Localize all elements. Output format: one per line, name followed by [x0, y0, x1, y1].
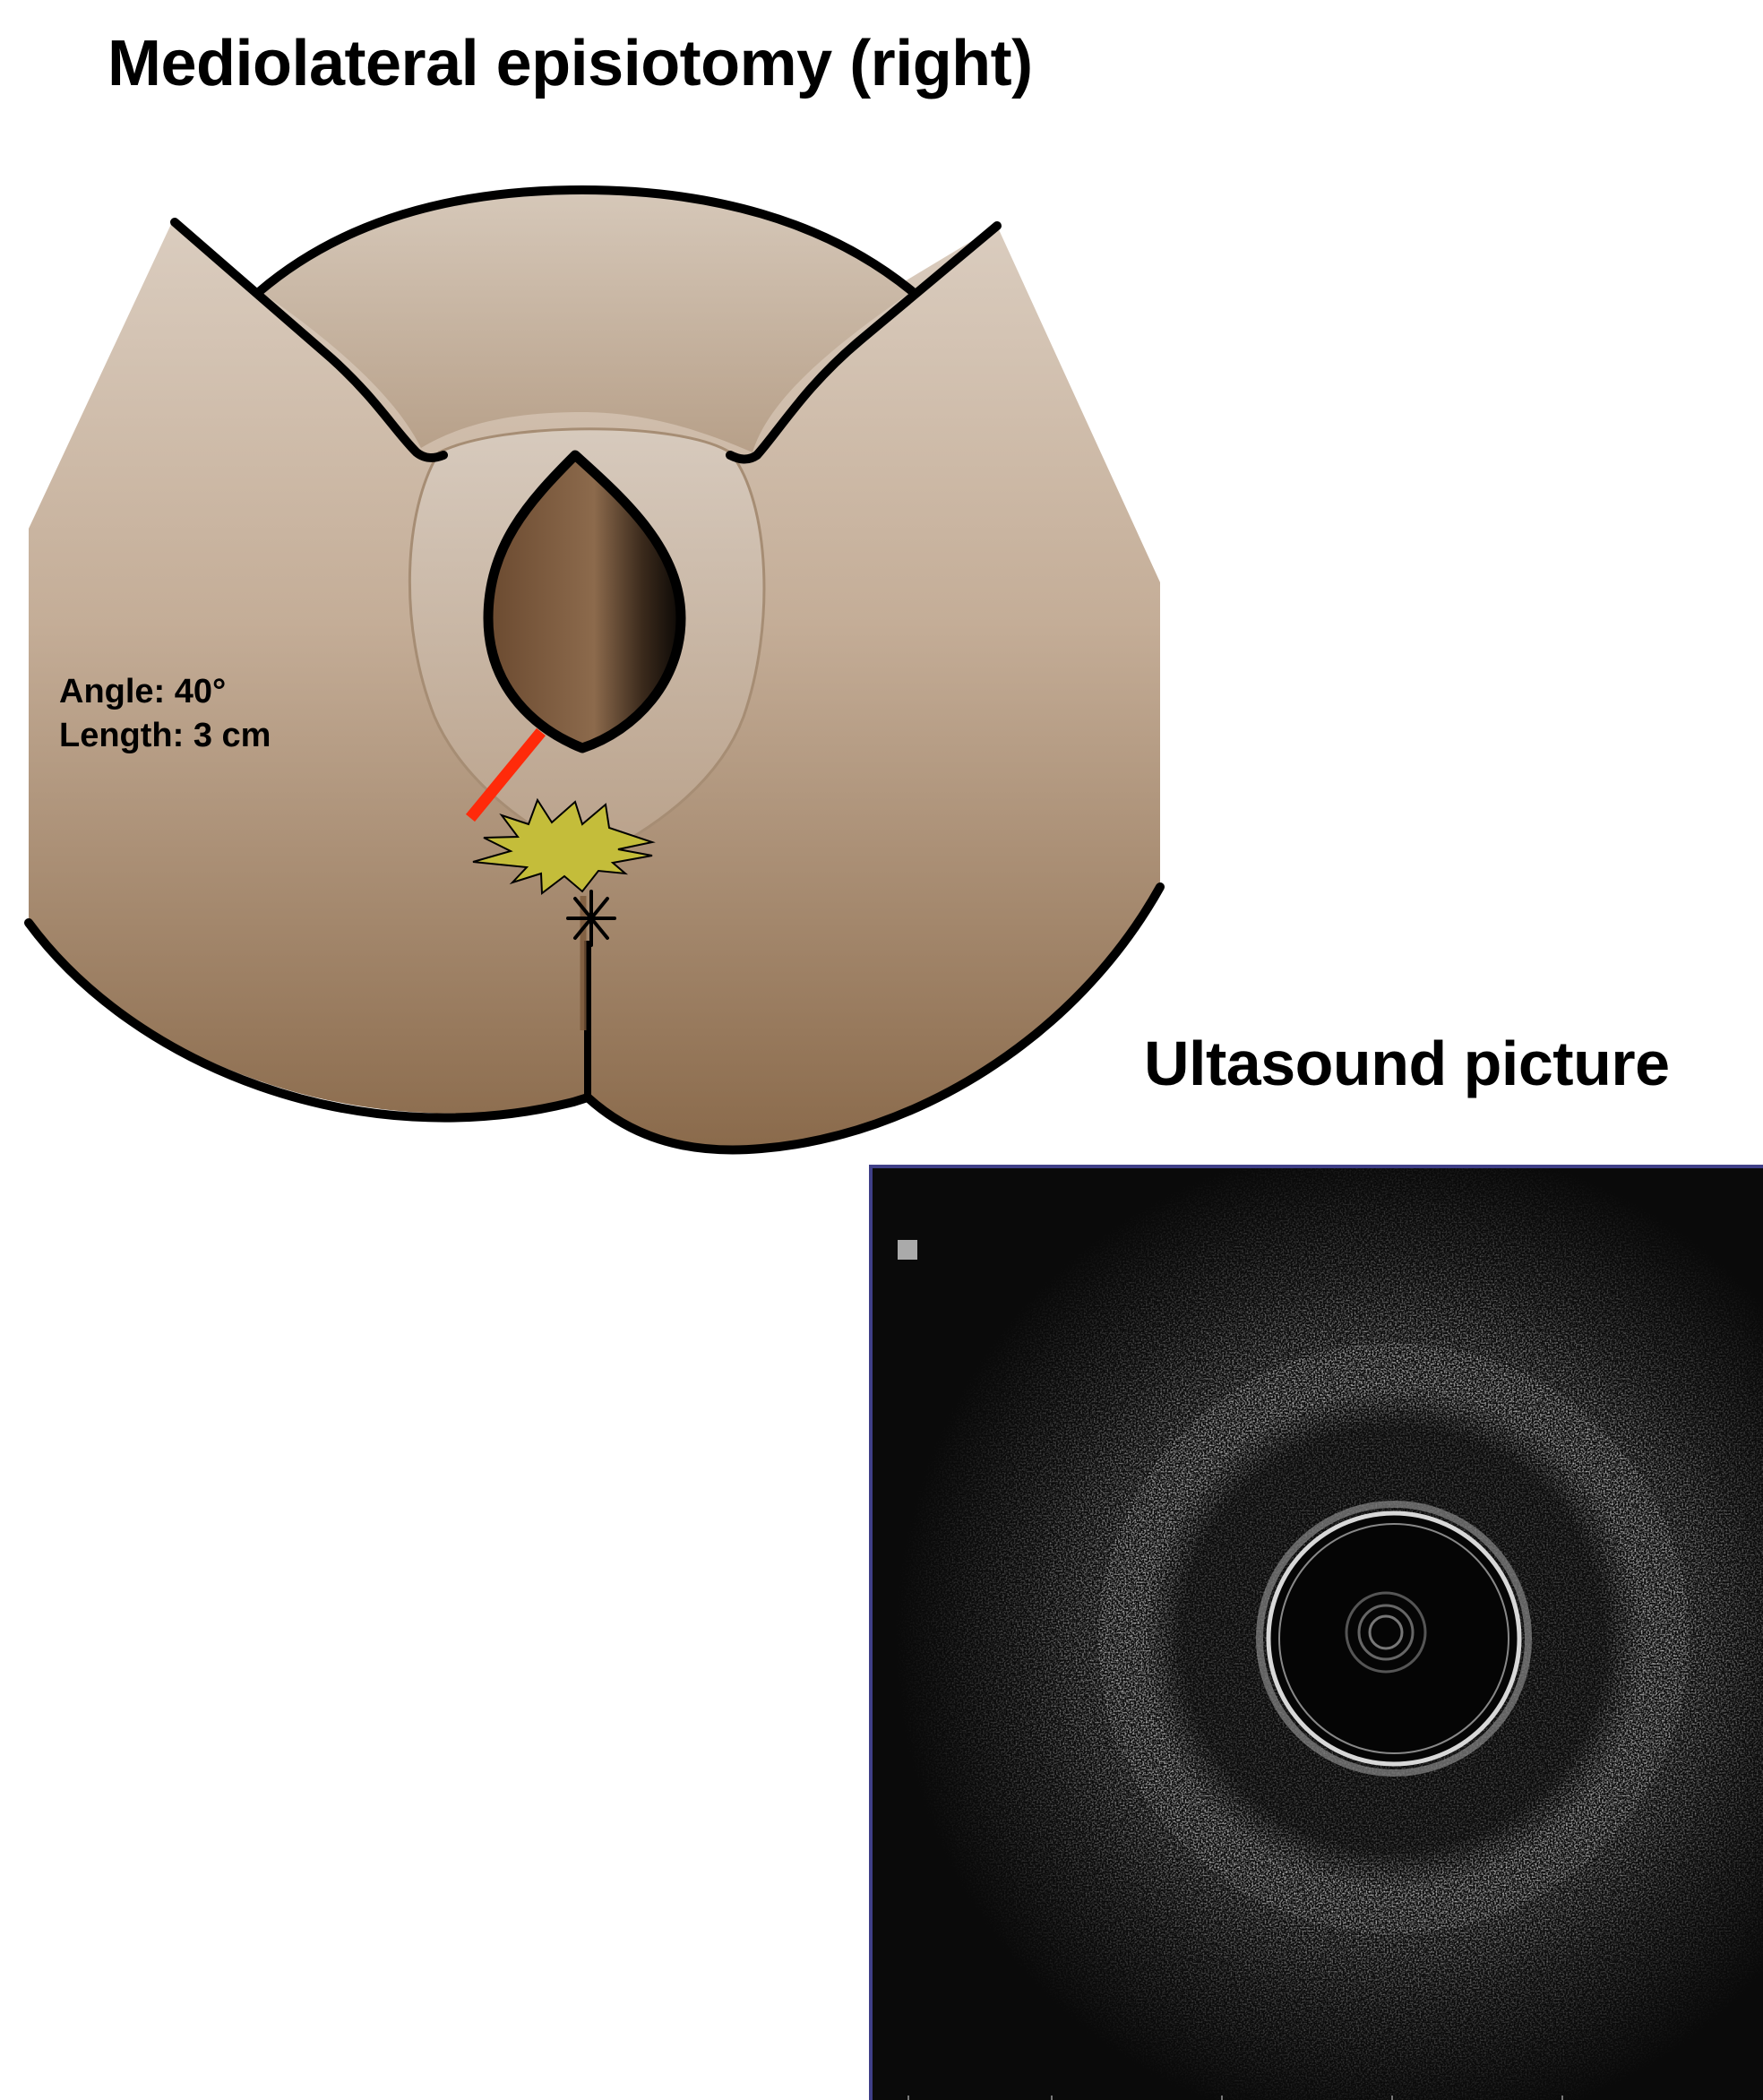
anus-marker: [568, 891, 615, 945]
ultrasound-title: Ultasound picture: [1144, 1023, 1670, 1104]
angle-annotation: Angle: 40°: [59, 670, 226, 713]
ultrasound-image: [869, 1165, 1763, 2100]
length-annotation: Length: 3 cm: [59, 714, 271, 757]
ultrasound-scan: [873, 1168, 1763, 2100]
